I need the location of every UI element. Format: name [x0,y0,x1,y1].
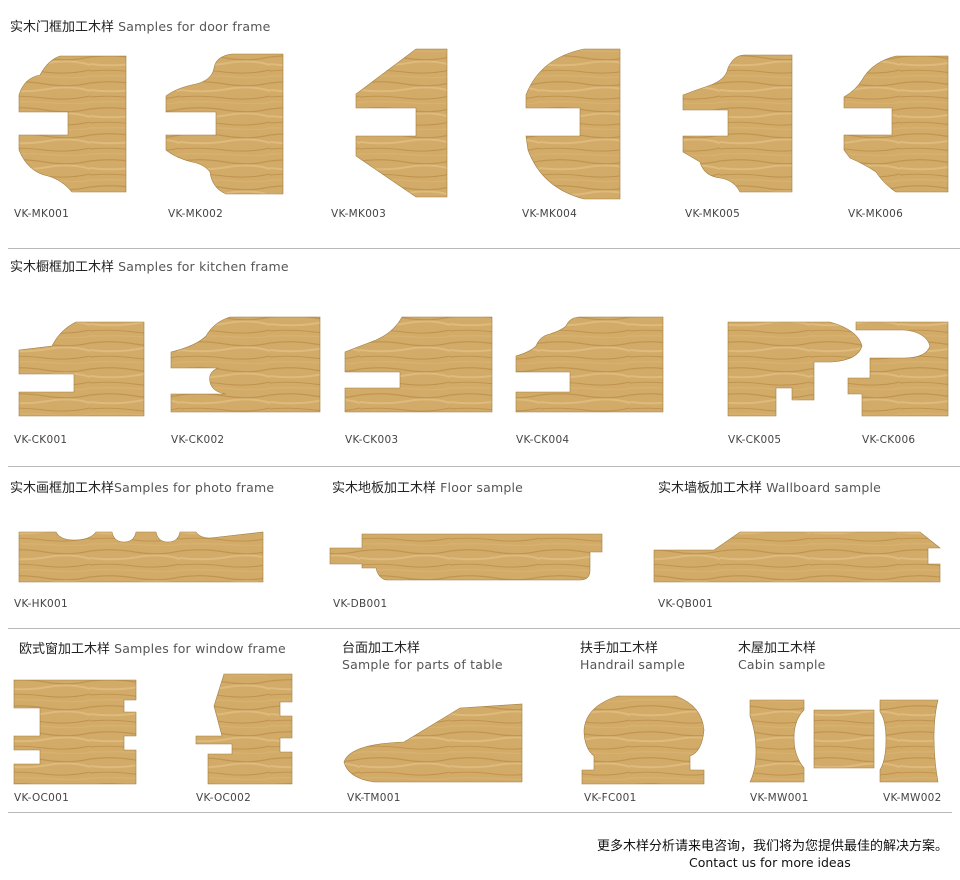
sample-vk-ck005 [727,321,863,417]
section-subtitle-table: Sample for parts of table [342,657,503,672]
sample-vk-hk001 [18,531,264,583]
section-title-photo-zh: 实木画框加工木样 [10,481,115,496]
code-vk-ck001: VK-CK001 [14,434,68,446]
divider-4 [8,812,952,813]
code-vk-ck003: VK-CK003 [345,434,399,446]
divider-1 [8,248,960,249]
section-title-wallboard-en: Wallboard sample [766,480,882,495]
sample-vk-ck003 [344,316,493,413]
sample-vk-fc001 [581,695,705,785]
sample-vk-qb001 [653,531,941,583]
sample-vk-oc002 [195,673,293,785]
code-vk-fc001: VK-FC001 [584,792,637,804]
code-vk-ck002: VK-CK002 [171,434,225,446]
section-title-cabin-zh: 木屋加工木样 [738,641,817,656]
section-title-kitchen-en: Samples for kitchen frame [118,259,289,274]
sample-vk-db001 [329,533,603,581]
sample-vk-mw001 [749,699,805,783]
code-vk-mk001: VK-MK001 [14,208,70,220]
sample-vk-ck004 [515,316,664,413]
divider-2 [8,466,960,467]
code-vk-ck005: VK-CK005 [728,434,782,446]
section-title-photo-en: Samples for photo frame [114,480,275,495]
sample-vk-mk002 [165,53,284,195]
section-title-kitchen: 实木橱框加工木样 Samples for kitchen frame [10,259,289,276]
section-title-door-en: Samples for door frame [118,19,271,34]
sample-vk-ck001 [18,321,145,417]
section-title-wallboard-zh: 实木墙板加工木样 [658,481,763,496]
sample-vk-mk006 [843,55,949,193]
section-title-handrail-zh: 扶手加工木样 [580,641,659,656]
section-title-window: 欧式窗加工木样 Samples for window frame [19,641,286,658]
code-vk-mk005: VK-MK005 [685,208,741,220]
code-vk-db001: VK-DB001 [333,598,388,610]
section-title-cabin: 木屋加工木样 [738,641,816,657]
section-title-wallboard: 实木墙板加工木样 Wallboard sample [658,480,881,497]
sample-vk-ck006 [847,321,949,417]
sample-vk-oc001 [13,679,137,785]
section-title-door: 实木门框加工木样 Samples for door frame [10,19,270,36]
code-vk-mw002: VK-MW002 [883,792,942,804]
footer-text-en: Contact us for more ideas [689,855,851,870]
section-title-kitchen-zh: 实木橱框加工木样 [10,260,115,275]
section-subtitle-handrail: Handrail sample [580,657,686,672]
code-vk-hk001: VK-HK001 [14,598,68,610]
sample-vk-mk003 [355,48,448,198]
code-vk-mk002: VK-MK002 [168,208,224,220]
section-title-floor-en: Floor sample [440,480,524,495]
sample-vk-mw-mid [813,709,875,769]
section-title-window-zh: 欧式窗加工木样 [19,642,111,657]
section-title-photo: 实木画框加工木样Samples for photo frame [10,480,274,497]
code-vk-mk006: VK-MK006 [848,208,904,220]
section-title-table-zh: 台面加工木样 [342,641,421,656]
code-vk-mk003: VK-MK003 [331,208,387,220]
code-vk-mw001: VK-MW001 [750,792,809,804]
code-vk-oc002: VK-OC002 [196,792,252,804]
footer-text-zh: 更多木样分析请来电咨询，我们将为您提供最佳的解决方案。 [596,839,948,854]
code-vk-ck004: VK-CK004 [516,434,570,446]
sample-vk-tm001 [343,703,523,783]
sample-vk-ck002 [170,316,321,413]
sample-vk-mk005 [682,54,793,193]
section-title-table: 台面加工木样 [342,641,420,657]
code-vk-oc001: VK-OC001 [14,792,70,804]
section-title-floor: 实木地板加工木样 Floor sample [332,480,523,497]
section-title-floor-zh: 实木地板加工木样 [332,481,437,496]
sample-vk-mk001 [18,55,127,193]
code-vk-ck006: VK-CK006 [862,434,916,446]
section-subtitle-cabin: Cabin sample [738,657,826,672]
sample-vk-mw002 [879,699,939,783]
code-vk-qb001: VK-QB001 [658,598,714,610]
divider-3 [8,628,960,629]
section-title-window-en: Samples for window frame [114,641,286,656]
code-vk-mk004: VK-MK004 [522,208,578,220]
code-vk-tm001: VK-TM001 [347,792,401,804]
section-title-door-zh: 实木门框加工木样 [10,20,115,35]
section-title-handrail: 扶手加工木样 [580,641,658,657]
sample-vk-mk004 [525,48,621,200]
